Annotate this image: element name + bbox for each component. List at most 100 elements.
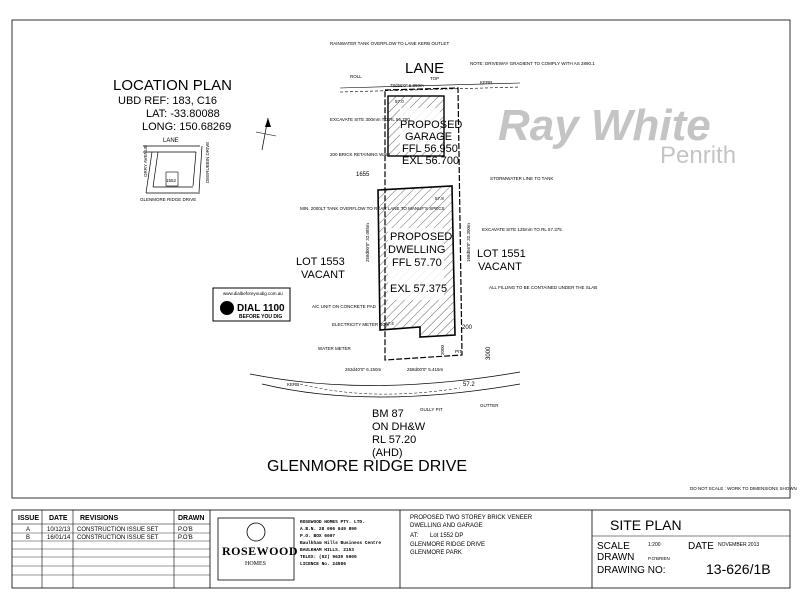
drawing-no-value: 13-626/1B [706,561,771,577]
bm-4: (AHD) [372,447,403,459]
dial-sub: BEFORE YOU DIG [239,314,282,320]
th-date: DATE [49,515,68,522]
note-kerb-top: KERB [480,80,492,85]
dim-1655: 1655 [356,172,370,178]
company-7: LICENCE No. 24986 [300,561,346,567]
bm-1: BM 87 [372,408,404,420]
th-drawn: DRAWN [178,515,204,522]
note-ac-unit: A/C UNIT ON CONCRETE PAD [312,304,377,309]
drawn-label: DRAWN [597,552,634,563]
th-revisions: REVISIONS [80,515,118,522]
scale-label: SCALE [597,541,630,552]
loc-lot-number: 1552 [166,178,177,183]
row-1-revision: CONSTRUCTION ISSUE SET [77,527,159,533]
dim-right-side: 168d56'0" 32.300m [466,223,471,262]
brand-name: Ray White [498,101,711,150]
scale-value: 1:200 [648,542,661,548]
north-arrow-icon [255,117,277,151]
lot-right-2: VACANT [478,261,522,273]
drawing-no-label: DRAWING NO: [597,565,666,576]
digger-icon [220,301,234,315]
note-excavate-garage: EXCAVATE SITE 300mm TO RL 56.700 [330,117,410,122]
dwelling-line-4: EXL 57.375 [390,283,447,295]
lat: LAT: -33.80088 [146,108,220,120]
dim-200: 200 [462,325,473,331]
dim-2000: 2000 [440,344,445,355]
dim-top: 78d56'0" 6.860m [390,83,424,88]
rosewood-emblem-icon [246,522,266,542]
garage-line-3: FFL 56.950 [402,143,458,155]
level-2: 57.2 [463,382,475,388]
bm-3: RL 57.20 [372,434,416,446]
location-map: LANE 1552 ORRY AVENUE DEERUBBIN DRIVE GL… [140,138,210,202]
dim-3000: 3000 [486,346,492,360]
company-3: P.O. BOX 6007 [300,533,335,539]
lot-right-1: LOT 1551 [477,248,526,260]
drawn-value: P.O'BRIEN [648,556,670,561]
project-1: PROPOSED TWO STOREY BRICK VENEER [410,515,533,521]
row-1-drawn: P.O'B [178,527,193,533]
row-2-date: 16/01/14 [47,535,71,541]
company-2: A.B.N. 28 006 049 890 [300,526,357,532]
dial-before-you-dig: www.dialbeforeyoudig.com.au DIAL 1100 BE… [212,287,291,322]
loc-deeruben-drive: DEERUBBIN DRIVE [205,142,210,183]
row-1-date: 10/12/13 [47,527,71,533]
note-electricity: ELECTRICITY METER BOX [332,322,389,327]
note-pit: PIT [455,349,462,354]
garage-line-2: GARAGE [405,131,452,143]
dim-left-side: 258d00'0" 32.085m [365,223,370,262]
note-rainwater: RAINWATER TANK OVERFLOW TO LANE KERB OUT… [330,41,449,46]
rosewood-name: ROSEWOOD [222,544,298,558]
garage-line-4: EXL 56.700 [402,155,459,167]
note-driveway: NOTE: DRIVEWAY GRADIENT TO COMPLY WITH A… [470,61,595,66]
note-kerb-bottom: KERB [287,382,299,387]
lot-left-1: LOT 1553 [296,256,345,268]
loc-orr-avenue: ORRY AVENUE [143,145,148,177]
date-label: DATE [688,541,714,552]
kerb-line [249,371,521,386]
row-1-issue: A [26,527,30,533]
note-gully-pit: GULLY PIT [420,407,443,412]
note-top: TOP [430,76,439,81]
level-3: 57.4 [385,321,394,326]
date-value: NOVEMBER 2013 [718,542,759,548]
address-1: Lot 1552 DP [430,533,463,539]
row-2-issue: B [26,535,30,541]
sheet-border [11,19,791,499]
street-label: GLENMORE RIDGE DRIVE [267,458,467,475]
title-block: ISSUE DATE REVISIONS DRAWN A 10/12/13 CO… [11,509,791,589]
company-1: ROSEWOOD HOMES PTY. LTD. [300,519,365,525]
row-2-drawn: P.O'B [178,535,193,541]
dwelling-line-1: PROPOSED [390,231,452,243]
dim-front-left: 263d40'0" 6.150m [345,367,381,372]
location-plan-title: LOCATION PLAN [113,77,232,94]
dim-front-right: 258d00'0" 5.415m [407,367,443,372]
company-4: Baulkham Hills Business Centre [300,540,381,546]
address-3: GLENMORE PARK [410,550,462,556]
note-tank: MIN. 2000LT TANK OVERFLOW TO REAR LANE T… [300,206,444,211]
sheet-title: SITE PLAN [610,517,682,533]
note-roll: ROLL [350,74,362,79]
loc-lot-box [165,171,179,187]
loc-lane-label: LANE [163,138,179,144]
note-excavate-dwelling: EXCAVATE SITE 125mm TO RL 57.375 [482,227,562,232]
brand-office: Penrith [660,142,736,169]
note-retaining: 200 BRICK RETAINING WALL [330,152,392,157]
rosewood-homes: HOMES [245,561,266,567]
level-4: 57.8 [435,196,444,201]
ubd-ref: UBD REF: 183, C16 [118,95,217,107]
dwelling-line-2: DWELLING [388,244,445,256]
loc-road: GLENMORE RIDGE DRIVE [140,197,196,202]
note-stormwater: STORMWATER LINE TO TANK [490,176,553,181]
lane-label: LANE [405,60,444,77]
bm-2: ON DH&W [372,421,426,433]
note-do-not-scale: DO NOT SCALE : WORK TO DIMENSIONS SHOWN [690,486,797,491]
long: LONG: 150.68269 [142,121,231,133]
note-gutter: GUTTER [480,403,499,408]
dial-number: DIAL 1100 [237,303,285,314]
address-2: GLENMORE RIDGE DRIVE [410,542,485,548]
lot-left-2: VACANT [301,269,345,281]
note-water-meter: WATER METER [318,346,351,351]
th-issue: ISSUE [18,515,39,522]
